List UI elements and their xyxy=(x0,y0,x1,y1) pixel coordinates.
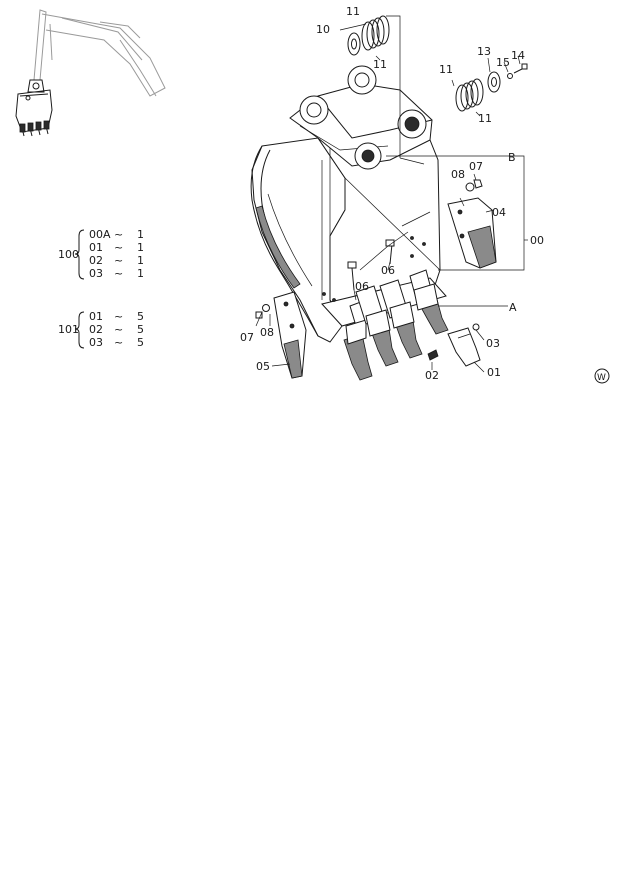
kit-row-sep: ~ xyxy=(114,310,123,323)
corner-mark-letter: W xyxy=(597,373,606,383)
kit-row-qty: 1 xyxy=(137,254,144,267)
callout-03: 03 xyxy=(486,337,500,350)
kit-row-qty: 5 xyxy=(137,310,144,323)
tooth-adapter xyxy=(379,279,423,359)
pin-spring-lower xyxy=(455,63,528,112)
callout-06: 06 xyxy=(381,264,395,277)
kit-row-sep: ~ xyxy=(114,267,123,280)
callout-02: 02 xyxy=(425,369,439,382)
callout-05: 05 xyxy=(256,360,270,373)
kit-row-part: 00A xyxy=(89,228,111,241)
kit-row-qty: 1 xyxy=(137,241,144,254)
callout-00: 00 xyxy=(530,234,544,247)
tooth-lock xyxy=(472,323,480,331)
callout-07: 07 xyxy=(469,160,483,173)
side-cutter-left xyxy=(273,291,307,379)
kit-row-sep: ~ xyxy=(114,336,123,349)
corner-mark: W xyxy=(594,368,610,384)
kit-row-qty: 1 xyxy=(137,228,144,241)
pin-spring-upper xyxy=(347,15,390,56)
callout-14: 14 xyxy=(511,49,525,62)
callout-07: 07 xyxy=(240,331,254,344)
callout-11: 11 xyxy=(439,63,453,76)
callout-13: 13 xyxy=(477,45,491,58)
kit-table-100: 100 00A ~ 1 01 ~ 1 02 ~ 1 03 ~ 1 xyxy=(58,228,144,280)
callout-labels: 11 10 11 13 14 15 11 11 B 08 07 04 00 06… xyxy=(240,5,544,382)
callout-11: 11 xyxy=(373,58,387,71)
kit-row-qty: 1 xyxy=(137,267,144,280)
kit-row-sep: ~ xyxy=(114,323,123,336)
callout-06: 06 xyxy=(355,280,369,293)
leader-lines xyxy=(255,15,528,373)
kit-group-label: 101 xyxy=(58,323,79,336)
kit-row-qty: 5 xyxy=(137,336,144,349)
kit-row-sep: ~ xyxy=(114,254,123,267)
kit-table-101: 101 01 ~ 5 02 ~ 5 03 ~ 5 xyxy=(58,310,144,349)
tooth-adapter xyxy=(409,269,449,335)
excavator-thumbnail xyxy=(15,9,166,137)
kit-row-part: 02 xyxy=(89,254,103,267)
callout-ref-a: A xyxy=(509,301,517,314)
kit-row-part: 03 xyxy=(89,267,103,280)
callout-01: 01 xyxy=(487,366,501,379)
fasteners xyxy=(255,179,483,319)
kit-group-label: 100 xyxy=(58,248,79,261)
kit-row-part: 01 xyxy=(89,241,103,254)
callout-10: 10 xyxy=(316,23,330,36)
tooth-adapter xyxy=(355,285,399,367)
callout-08: 08 xyxy=(260,326,274,339)
side-cutter-right xyxy=(447,197,497,269)
tooth-pin xyxy=(427,349,439,361)
kit-row-part: 01 xyxy=(89,310,103,323)
callout-11: 11 xyxy=(478,112,492,125)
kit-row-part: 03 xyxy=(89,336,103,349)
callout-08: 08 xyxy=(451,168,465,181)
callout-04: 04 xyxy=(492,206,506,219)
callout-ref-b: B xyxy=(508,151,516,164)
callout-11: 11 xyxy=(346,5,360,18)
kit-row-sep: ~ xyxy=(114,241,123,254)
kit-row-sep: ~ xyxy=(114,228,123,241)
kit-row-qty: 5 xyxy=(137,323,144,336)
callout-15: 15 xyxy=(496,56,510,69)
bucket-teeth xyxy=(343,269,481,381)
exploded-tooth xyxy=(447,327,481,367)
kit-row-part: 02 xyxy=(89,323,103,336)
